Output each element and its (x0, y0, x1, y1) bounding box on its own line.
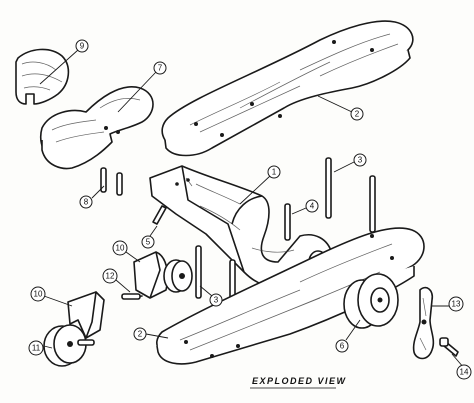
wing-struts (195, 157, 376, 313)
callout-7-label: 7 (158, 64, 163, 73)
callout-2-top: 2 (350, 107, 364, 121)
landing-gear-bracket (67, 291, 105, 339)
callout-2-bottom-label: 2 (138, 330, 143, 339)
callout-14-label: 14 (460, 368, 469, 377)
upper-wing (161, 20, 414, 157)
tail-fin (15, 48, 70, 105)
callout-8-label: 8 (84, 198, 89, 207)
callout-10-a-label: 10 (116, 244, 125, 253)
callout-7: 7 (153, 61, 167, 75)
callout-14: 14 (456, 364, 472, 380)
callout-5-label: 5 (146, 238, 151, 247)
callout-4-label: 4 (310, 202, 315, 211)
callout-1: 1 (267, 165, 281, 179)
callout-10-b-label: 10 (34, 290, 43, 299)
small-pin (152, 205, 167, 225)
nose-cowl (121, 251, 169, 300)
callout-10-a: 10 (112, 240, 128, 256)
callout-3-top: 3 (353, 153, 367, 167)
callout-13-label: 13 (452, 300, 461, 309)
diagram-caption: EXPLODED VIEW (252, 376, 347, 386)
callout-11-label: 11 (32, 344, 41, 353)
callout-5: 5 (141, 235, 155, 249)
callout-6: 6 (335, 339, 349, 353)
callout-3-mid-label: 3 (214, 296, 219, 305)
leader-lines (39, 49, 465, 369)
callout-9: 9 (75, 39, 89, 53)
callout-2-bottom: 2 (133, 327, 147, 341)
nose-hub (163, 259, 193, 293)
axle-screw (439, 337, 459, 357)
tail-dowels (100, 167, 123, 196)
callout-12: 12 (102, 268, 118, 284)
right-wheel (343, 273, 399, 329)
callout-8: 8 (79, 195, 93, 209)
callout-1-label: 1 (272, 168, 277, 177)
callout-3-mid: 3 (209, 293, 223, 307)
callout-9-label: 9 (80, 42, 85, 51)
callout-6-label: 6 (340, 342, 345, 351)
callout-2-top-label: 2 (355, 110, 360, 119)
tail-stabilizer (40, 86, 154, 170)
callout-4: 4 (305, 199, 319, 213)
callout-10-b: 10 (30, 286, 46, 302)
callout-3-top-label: 3 (358, 156, 363, 165)
callout-12-label: 12 (106, 272, 115, 281)
callout-13: 13 (448, 296, 464, 312)
propeller (412, 286, 435, 360)
callout-11: 11 (28, 340, 44, 356)
left-wheel (43, 324, 95, 367)
